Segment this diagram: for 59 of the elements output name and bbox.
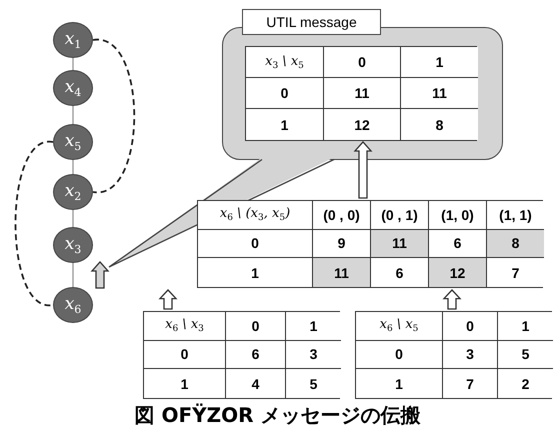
variable-label: x$_{6}$ (64, 296, 82, 314)
hollow-arrow (90, 261, 110, 289)
table-cell: 3 (286, 340, 341, 370)
data-table (355, 311, 552, 399)
tree-edge (72, 210, 74, 227)
table-cell: (0 , 0) (313, 201, 371, 230)
table-cell: 9 (313, 230, 371, 258)
header-cell: x$_{6}$ \ x$_{5}$ (356, 312, 443, 341)
variable-label: x$_{4}$ (64, 78, 82, 98)
data-table (197, 200, 543, 288)
data-table (245, 46, 477, 141)
hollow-arrow (158, 289, 178, 310)
table-cell: 3 (443, 340, 498, 370)
table-cell: (0 , 1) (371, 201, 429, 230)
callout-title: UTIL message (242, 9, 381, 35)
table-cell: 0 (324, 47, 401, 78)
table-cell: 11 (324, 78, 401, 109)
table-cell: 11 (401, 78, 478, 109)
variable-node (53, 22, 93, 58)
header-cell: x$_{6}$ \ x$_{3}$ (144, 312, 226, 341)
variable-node (53, 70, 93, 106)
table-cell: 0 (198, 230, 313, 258)
table-cell: 6 (429, 230, 487, 258)
table-cell: 0 (443, 312, 498, 341)
variable-node (53, 227, 93, 263)
table-cell: (1, 0) (429, 201, 487, 230)
tree-edge (72, 106, 74, 124)
table-cell: 5 (498, 340, 553, 370)
tree-edge (72, 263, 74, 287)
table-cell: 1 (286, 312, 341, 341)
variable-label: x$_{1}$ (64, 30, 82, 50)
table-cell: 12 (429, 258, 487, 287)
data-table (143, 311, 340, 399)
table-cell: 11 (371, 230, 429, 258)
table-cell: 11 (313, 258, 371, 287)
hollow-arrow (354, 141, 372, 199)
dashed-edge (14, 141, 54, 306)
header-cell: x$_{3}$ \ x$_{5}$ (246, 47, 324, 78)
tree-edge (72, 58, 74, 70)
table-cell: 0 (226, 312, 286, 341)
header-cell: x$_{6}$ \ (x$_{3}$, x$_{5}$) (198, 201, 313, 230)
table-cell: (1, 1) (487, 201, 544, 230)
dashed-edge (92, 39, 136, 193)
variable-label: x$_{3}$ (64, 236, 82, 254)
table-cell: 0 (356, 340, 443, 370)
tree-edge (72, 160, 74, 174)
table-cell: 1 (498, 312, 553, 341)
variable-label: x$_{5}$ (64, 132, 82, 152)
variable-node (53, 174, 93, 210)
variable-node (53, 124, 93, 160)
table-cell: 0 (246, 78, 324, 109)
hollow-arrow (442, 289, 462, 310)
figure-caption: 図 OFŸZOR メッセージの伝搬 (134, 402, 422, 429)
table-cell: 1 (401, 47, 478, 78)
table-cell: 0 (144, 340, 226, 370)
variable-label: x$_{2}$ (64, 182, 82, 202)
table-cell: 8 (487, 230, 544, 258)
table-cell: 6 (226, 340, 286, 370)
variable-node (53, 287, 93, 323)
